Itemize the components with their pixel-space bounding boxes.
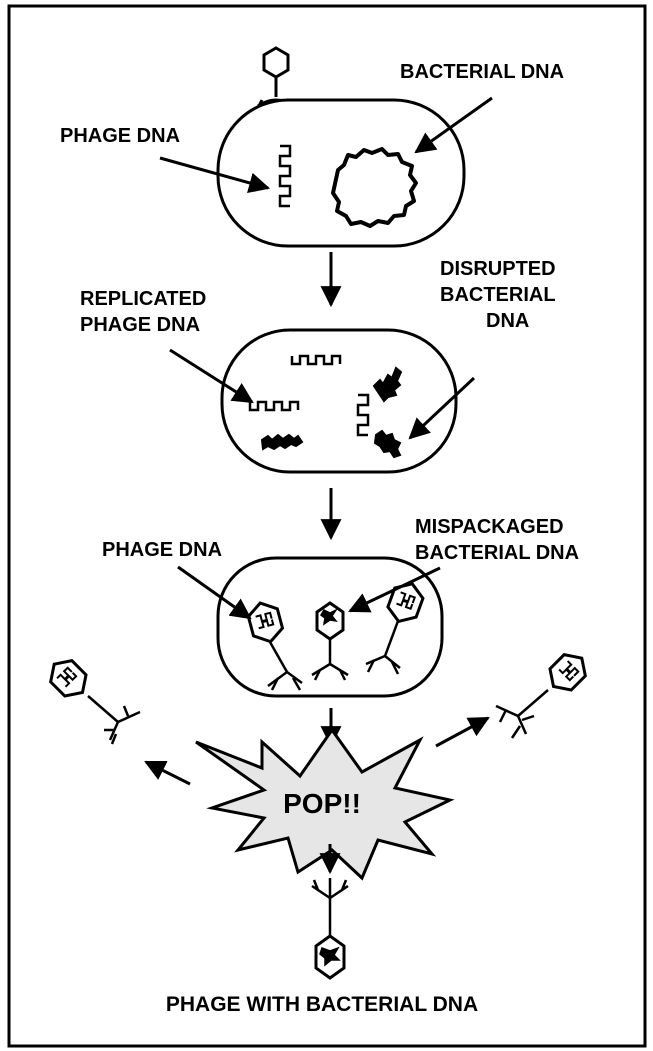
lysis-burst — [195, 727, 455, 881]
label-disrupted-line3: DNA — [486, 310, 529, 332]
label-replicated-line2: PHAGE DNA — [80, 314, 200, 336]
label-disrupted-line1: DISRUPTED — [440, 258, 556, 280]
bacterium-cell-1 — [216, 98, 466, 248]
replicated-dna-squiggle-3 — [356, 393, 370, 437]
bacterial-dna-fragment-2 — [260, 433, 304, 451]
arrow-to-bacterial-dna — [414, 96, 493, 154]
label-pop: POP!! — [283, 788, 361, 819]
diagram-frame — [7, 4, 647, 1048]
label-result: PHAGE WITH BACTERIAL DNA — [166, 993, 478, 1016]
label-mispackaged-line1: MISPACKAGED — [415, 516, 564, 538]
arrow-to-replicated-dna — [169, 348, 254, 404]
stage-4-lysis: POP!! — [49, 653, 587, 881]
phage-with-bacterial-dna-middle — [311, 601, 349, 681]
arrow-to-disrupted-dna — [408, 376, 476, 440]
label-bacterial-dna: BACTERIAL DNA — [400, 61, 564, 83]
released-phage-right — [495, 653, 587, 739]
label-mispackaged-line2: BACTERIAL DNA — [415, 542, 579, 564]
stage-3-assembly: PHAGE DNA MISPACKAGED BACTERIAL DNA — [102, 516, 579, 698]
bacterial-dna-fragment-1 — [372, 366, 403, 403]
bacterial-dna-fragment-3 — [373, 429, 402, 459]
arrow-to-phage-dna-2 — [177, 565, 252, 620]
arrow-to-mispackaged-dna — [348, 566, 441, 613]
arrow-release-left — [144, 760, 191, 786]
bacterial-dna-ring — [331, 147, 418, 228]
arrow-to-phage-dna — [159, 156, 271, 194]
label-phage-dna-2: PHAGE DNA — [102, 539, 222, 561]
label-replicated-line1: REPLICATED — [80, 288, 206, 310]
transducing-phage-icon — [311, 878, 349, 980]
released-phage-left — [49, 659, 141, 745]
phage-dna-squiggle — [278, 144, 292, 208]
arrow-release-right — [435, 716, 490, 748]
stage-1-infection: BACTERIAL DNA PHAGE DNA — [60, 46, 564, 248]
label-phage-dna: PHAGE DNA — [60, 125, 180, 147]
label-disrupted-line2: BACTERIAL — [440, 284, 556, 306]
replicated-dna-squiggle-2 — [248, 400, 300, 412]
stage-2-replication: REPLICATED PHAGE DNA DISRUPTED BACTERIAL… — [80, 258, 556, 474]
replicated-dna-squiggle-1 — [290, 354, 342, 366]
